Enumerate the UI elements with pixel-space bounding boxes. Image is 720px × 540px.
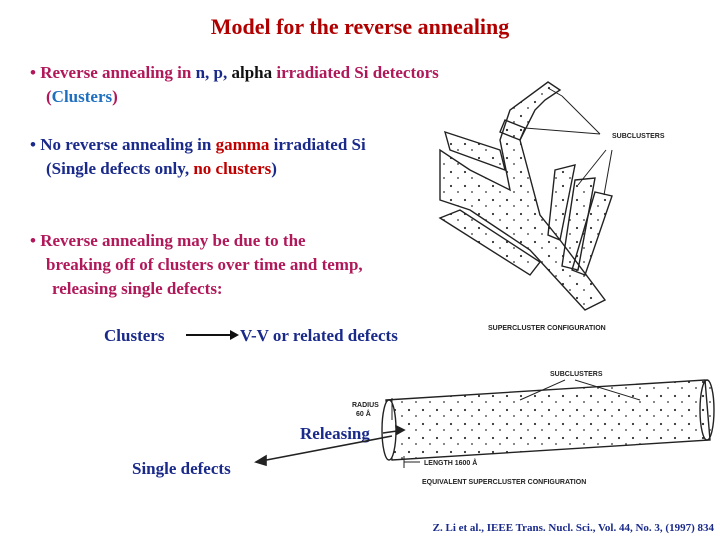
length-dimension [403, 456, 420, 468]
flow-arrow-head [230, 330, 239, 340]
flow-from: Clusters [104, 326, 165, 345]
flow-to: V-V or related defects [240, 326, 398, 345]
clusters-highlight: Clusters [51, 87, 113, 106]
bullet-2-tail: irradiated Si [269, 135, 366, 154]
bullet-1-line-1: • Reverse annealing in n, p, alpha irrad… [30, 62, 439, 84]
paren-open: ( [46, 87, 52, 106]
page-title: Model for the reverse annealing [210, 14, 510, 39]
equivalent-caption: EQUIVALENT SUPERCLUSTER CONFIGURATION [422, 479, 586, 486]
bullet-1-tail: irradiated Si detectors [272, 63, 439, 82]
subcluster-pointers [524, 87, 613, 196]
releasing-label: Releasing [300, 424, 370, 443]
subcluster-pointers-bottom [519, 379, 641, 401]
particles-np: n, p, [195, 63, 228, 82]
subclusters-bottom-label: SUBCLUSTERS [550, 371, 603, 378]
supercluster-drawing [438, 81, 613, 311]
radius-label: RADIUS [352, 402, 379, 409]
bullet-2-line-2: (Single defects only, no clusters) [46, 158, 277, 180]
subclusters-top-label: SUBCLUSTERS [612, 133, 665, 140]
radius-value: 60 Å [356, 409, 371, 418]
bullet-2-line-1: • No reverse annealing in gamma irradiat… [30, 134, 366, 156]
supercluster-caption: SUPERCLUSTER CONFIGURATION [488, 325, 606, 332]
gamma-highlight: gamma [215, 135, 270, 154]
bullet-1-line-2: (Clusters) [46, 86, 118, 108]
paren-close: ) [112, 87, 118, 106]
flow-arrow [186, 334, 234, 336]
bullet-3-line-1: • Reverse annealing may be due to the [30, 231, 306, 250]
paren-close-2: ) [271, 159, 277, 178]
bullet-3-line-3: releasing single defects: [52, 279, 223, 298]
bullet-3-line-2: breaking off of clusters over time and t… [46, 255, 363, 274]
citation: Z. Li et al., IEEE Trans. Nucl. Sci., Vo… [432, 522, 714, 534]
bullet-1-text: • Reverse annealing in [30, 63, 196, 82]
particle-alpha: alpha [227, 63, 273, 82]
bullet-2-text: • No reverse annealing in [30, 135, 216, 154]
single-defects-note: (Single defects only, [46, 159, 194, 178]
equivalent-cylinder [381, 379, 715, 461]
single-defects-label: Single defects [132, 459, 231, 478]
length-label: LENGTH 1600 Å [424, 458, 477, 467]
no-clusters-highlight: no clusters [193, 159, 272, 178]
release-arrows [254, 424, 406, 467]
